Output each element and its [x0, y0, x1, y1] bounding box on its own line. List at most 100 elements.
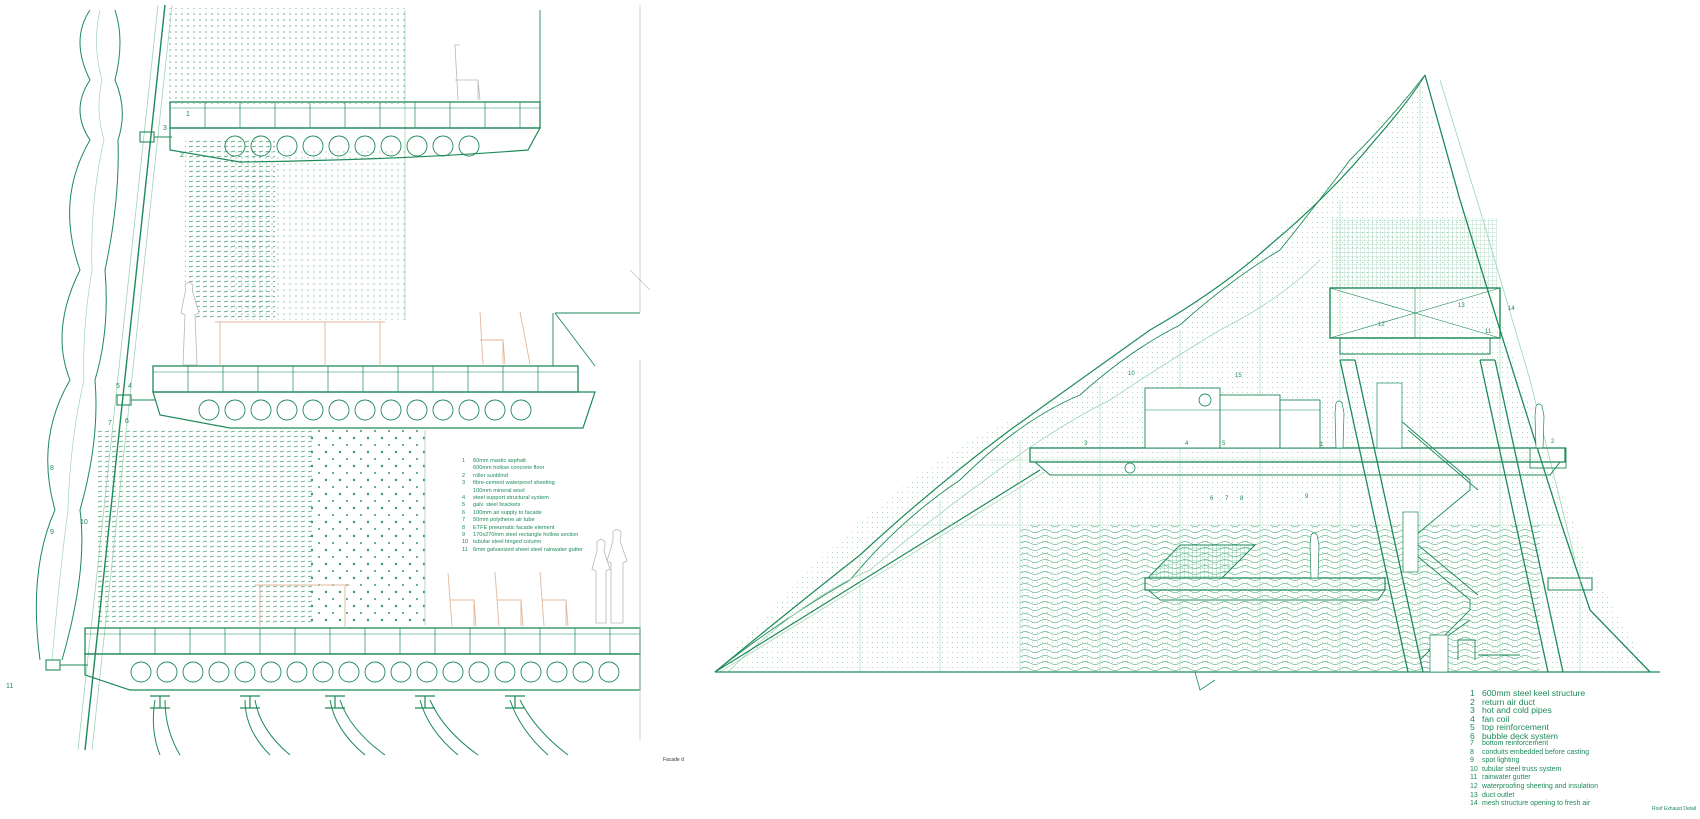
legend-item: 100mm mineral wool [462, 487, 583, 496]
return-air-duct [1529, 447, 1567, 469]
legend-item-number: 5 [1470, 722, 1475, 733]
legend-item-number: 6 [462, 509, 466, 516]
facade-texture-middle-left [185, 140, 275, 320]
svg-text:12: 12 [1378, 322, 1385, 328]
legend-item-number: 10 [462, 539, 469, 546]
legend-item-text: return air duct [1482, 696, 1536, 707]
legend-item-text: bottom reinforcement [1482, 740, 1549, 748]
svg-text:10: 10 [1128, 371, 1135, 377]
floor-slab-2 [152, 312, 640, 429]
structural-grid [859, 80, 1581, 672]
svg-text:13: 13 [1458, 303, 1465, 309]
callout-5: 5 [116, 383, 120, 390]
legend-item-number: 4 [1470, 713, 1475, 724]
legend-item: 4 steel support structural system [462, 494, 583, 503]
callout-3: 3 [163, 125, 167, 132]
legend-item-text: 170x270mm steel rectangle hollow section [473, 531, 579, 538]
legend-item: 5 galv. steel brackets [462, 502, 583, 510]
legend-item-text: ETFE pneumatic facade element [473, 524, 555, 531]
legend-item-number: 7 [462, 517, 466, 524]
human-figures-right [1309, 382, 1545, 673]
legend-item-number: 3 [462, 480, 466, 487]
legend-item-text: tubular steel hinged column [473, 539, 542, 546]
svg-text:2: 2 [1551, 439, 1555, 445]
exhaust-duct-box [1329, 287, 1501, 355]
legend-item-text: 60mm mastic asphalt [473, 458, 526, 464]
svg-text:8: 8 [1240, 496, 1244, 502]
legend-item-number: 9 [462, 531, 466, 538]
figure-standing-bottom-1 [606, 529, 628, 624]
legend-item-number: 1 [462, 458, 466, 464]
legend-item: 8 conduits embedded before casting [1470, 749, 1598, 758]
legend-item-text: 100mm mineral wool [473, 487, 525, 494]
legend-item-number: 7 [1470, 740, 1474, 748]
lower-wave-texture [1020, 525, 1540, 672]
svg-text:11: 11 [1485, 329, 1492, 335]
svg-text:3: 3 [1084, 441, 1088, 447]
legend-item: 2 return air duct [1470, 696, 1598, 707]
legend-item: 9 170x270mm steel rectangle hollow sectio… [462, 531, 583, 540]
legend-item-number: 5 [462, 502, 466, 509]
svg-text:5: 5 [1222, 441, 1226, 447]
legend-item-text: 50mm polythene air tube [473, 517, 535, 524]
legend-item-text: steel support structural system [473, 494, 549, 501]
upper-grid-panel [1332, 218, 1497, 288]
legend-item: 1 60mm mastic asphalt [462, 458, 583, 466]
svg-text:4: 4 [1185, 441, 1189, 447]
callout-2: 2 [180, 152, 184, 159]
legend-item: 3 fibre-cement waterproof sheeting [462, 480, 583, 488]
legend-item: 7 bottom reinforcement [1470, 740, 1598, 749]
legend-item-text: waterproofing sheeting and insulation [1482, 783, 1598, 791]
svg-text:9: 9 [1305, 494, 1309, 500]
callout-9: 9 [50, 529, 54, 536]
legend-item: 10 tubular steel hinged column [462, 539, 583, 547]
legend-item-text: fibre-cement waterproof sheeting [473, 480, 555, 487]
svg-text:15: 15 [1235, 373, 1242, 379]
legend-item-number: 8 [1470, 748, 1474, 756]
legend-item-number: 2 [1470, 696, 1475, 707]
caption-roof-exhaust: Roof Exhaust Detail [1652, 806, 1697, 812]
legend-item-text: galv. steel brackets [473, 502, 521, 509]
callout-numbers-left: 1 2 3 4 5 6 7 8 9 10 11 [6, 111, 190, 690]
legend-item-number: 4 [462, 494, 466, 501]
legend-item-number: 10 [1470, 765, 1478, 773]
roof-etfe-outline [714, 74, 1651, 673]
legend-item: 14 mesh structure opening to fresh air [1470, 800, 1598, 809]
legend-item-text: conduits embedded before casting [1482, 748, 1590, 756]
facade-brackets [45, 131, 172, 671]
callout-1: 1 [186, 111, 190, 118]
legend-item-number: 11 [462, 546, 468, 553]
furniture-top-floor [454, 10, 541, 102]
svg-text:6: 6 [1210, 496, 1214, 502]
legend-item-text: 600mm steel keel structure [1482, 688, 1586, 698]
legend-item-number: 14 [1470, 800, 1478, 808]
legend-item-text: spot lighting [1482, 757, 1520, 765]
caption-facade: Facade d [663, 757, 684, 763]
legend-item-number: 2 [462, 472, 466, 479]
legend-item-number: 3 [1470, 705, 1475, 716]
legend-item-number: 12 [1470, 783, 1478, 791]
callout-8: 8 [50, 465, 54, 472]
legend-item-number: 13 [1470, 791, 1478, 799]
legend-item: 600mm hollow concrete floor [462, 465, 583, 473]
legend-item-number: 9 [1470, 757, 1474, 765]
legend-item-text: hot and cold pipes [1482, 705, 1552, 716]
callout-6: 6 [125, 418, 129, 425]
legend-item-text: mesh structure opening to fresh air [1482, 800, 1591, 808]
furniture-middle-floor [215, 311, 531, 366]
steel-keel-columns [1339, 359, 1564, 673]
floor-slab-3 [84, 627, 641, 691]
legend-item: 3 hot and cold pipes [1470, 706, 1598, 715]
legend-item-text: bubble deck system [1482, 730, 1558, 741]
mid-platform [1144, 544, 1593, 601]
